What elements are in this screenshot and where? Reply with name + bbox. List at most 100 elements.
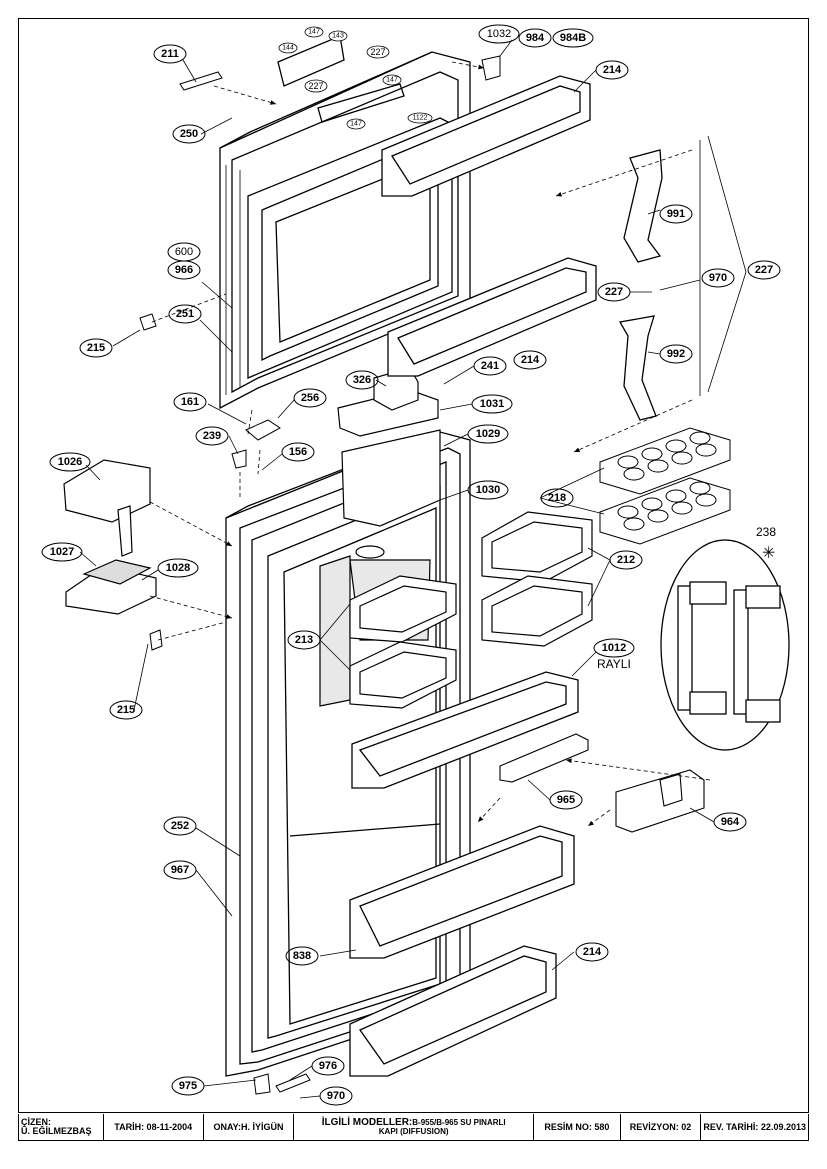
svg-text:211: 211 (161, 48, 179, 60)
svg-text:156: 156 (289, 446, 307, 458)
svg-text:1026: 1026 (58, 456, 82, 468)
callout-1029: 1029 (467, 424, 509, 444)
callout-212: 212 (609, 550, 643, 570)
callout-838: 838 (285, 946, 319, 966)
svg-text:1028: 1028 (166, 562, 190, 574)
callout-600: 600 (167, 242, 201, 262)
svg-text:1012: 1012 (602, 642, 626, 654)
callout-970-bottom: 970 (319, 1086, 353, 1106)
callout-992: 992 (659, 344, 693, 364)
detail-238 (660, 539, 790, 751)
svg-text:838: 838 (293, 950, 311, 962)
svg-text:212: 212 (617, 554, 635, 566)
callout-1032: 1032 (478, 24, 520, 44)
callout-211: 211 (153, 44, 187, 64)
callout-1012: 1012 (593, 638, 635, 658)
ilgili-line2: KAPI (DIFFUSION) (378, 1127, 449, 1136)
callout-1030: 1030 (467, 480, 509, 500)
callout-256: 256 (293, 388, 327, 408)
leader-lines (149, 61, 711, 827)
svg-text:976: 976 (319, 1060, 337, 1072)
callout-215-bottom: 215 (109, 700, 143, 720)
callout-965: 965 (549, 790, 583, 810)
svg-text:241: 241 (481, 360, 499, 372)
svg-text:147: 147 (308, 29, 320, 36)
svg-text:227: 227 (755, 264, 773, 276)
svg-text:984: 984 (526, 32, 545, 44)
callout-1031: 1031 (471, 394, 513, 414)
callout-143: 143 (328, 30, 348, 42)
svg-text:1029: 1029 (476, 428, 500, 440)
callout-227-top-a: 227 (366, 45, 390, 59)
svg-text:214: 214 (583, 946, 602, 958)
svg-text:967: 967 (171, 864, 189, 876)
tarih-cell: TARİH: 08-11-2004 (104, 1114, 204, 1140)
callout-970-top: 970 (701, 268, 735, 288)
svg-text:214: 214 (521, 354, 540, 366)
callout-1122: 1122 (407, 112, 433, 124)
svg-text:143: 143 (332, 33, 344, 40)
label-rayli: RAYLI (597, 657, 631, 671)
rack-parts (499, 733, 705, 833)
callout-213: 213 (287, 630, 321, 650)
svg-text:1032: 1032 (487, 28, 511, 40)
svg-text:227: 227 (370, 47, 385, 57)
svg-text:975: 975 (179, 1080, 197, 1092)
callout-1026: 1026 (49, 452, 91, 472)
callout-147-b: 147 (382, 74, 402, 86)
callout-214-bottom: 214 (575, 942, 609, 962)
ilgili-modeller-cell: İLGİLİ MODELLER:B-955/B-965 SU PINARLI K… (294, 1114, 535, 1140)
callout-964: 964 (713, 812, 747, 832)
svg-text:147: 147 (350, 121, 362, 128)
callout-214-top: 214 (595, 60, 629, 80)
cizen-cell: ÇİZEN: Ü. EĞİLMEZBAŞ (19, 1114, 104, 1140)
callout-326: 326 (345, 370, 379, 390)
callout-144: 144 (278, 42, 298, 54)
svg-text:215: 215 (117, 704, 135, 716)
svg-text:161: 161 (181, 396, 199, 408)
callout-215-top: 215 (79, 338, 113, 358)
ilgili-models: B-955/B-965 SU PINARLI (412, 1118, 506, 1127)
callout-161: 161 (173, 392, 207, 412)
freezer-gasket (225, 165, 241, 395)
svg-text:227: 227 (605, 286, 623, 298)
svg-text:252: 252 (171, 820, 189, 832)
cizen-name: Ü. EĞİLMEZBAŞ (21, 1126, 92, 1136)
callout-147-c: 147 (346, 118, 366, 130)
dispenser-parts (63, 459, 157, 615)
callout-967: 967 (163, 860, 197, 880)
asterisk-icon: ✳ (762, 545, 775, 562)
svg-text:250: 250 (180, 128, 198, 140)
svg-text:964: 964 (721, 816, 740, 828)
door-shelves (349, 75, 597, 1077)
callout-984: 984 (518, 28, 552, 48)
svg-text:1031: 1031 (480, 398, 504, 410)
svg-text:991: 991 (667, 208, 685, 220)
callout-241: 241 (473, 356, 507, 376)
label-238: 238 (756, 525, 776, 539)
svg-text:214: 214 (603, 64, 622, 76)
callout-975: 975 (171, 1076, 205, 1096)
callout-250: 250 (172, 124, 206, 144)
svg-text:970: 970 (709, 272, 727, 284)
svg-text:239: 239 (203, 430, 221, 442)
svg-text:984B: 984B (560, 32, 586, 44)
svg-text:147: 147 (386, 77, 398, 84)
callout-251: 251 (168, 304, 202, 324)
small-bins (349, 511, 593, 709)
callout-1028: 1028 (157, 558, 199, 578)
solid-leaders (79, 39, 747, 1099)
callout-227-top-b: 227 (304, 79, 328, 93)
callout-991: 991 (659, 204, 693, 224)
svg-text:256: 256 (301, 392, 319, 404)
callout-214-middle: 214 (513, 350, 547, 370)
resim-no-cell: RESİM NO: 580 (534, 1114, 621, 1140)
egg-trays (599, 427, 731, 545)
svg-text:966: 966 (175, 264, 193, 276)
cizen-label: ÇİZEN: (21, 1117, 51, 1127)
callout-227-handle: 227 (597, 282, 631, 302)
revizyon-cell: REVİZYON: 02 (621, 1114, 702, 1140)
callout-976: 976 (311, 1056, 345, 1076)
callout-218: 218 (540, 488, 574, 508)
